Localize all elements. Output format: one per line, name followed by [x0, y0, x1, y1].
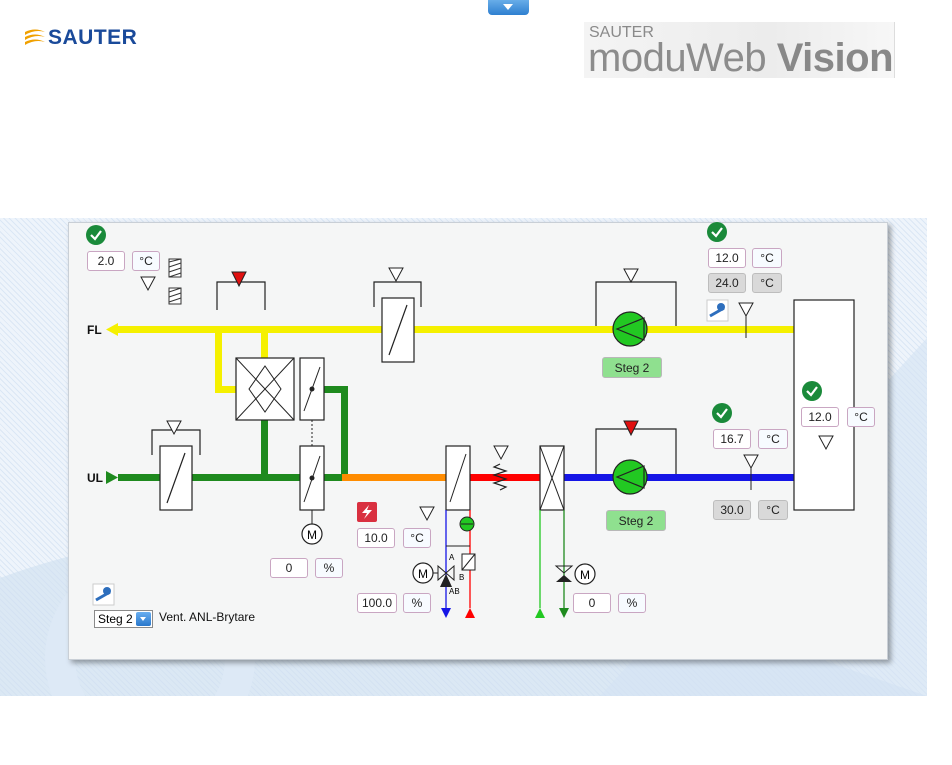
- supply-filter[interactable]: [373, 281, 422, 363]
- svg-text:B: B: [459, 573, 464, 582]
- damper-position-value: 0: [270, 558, 308, 578]
- heated-air-duct: [342, 474, 446, 481]
- supply-fan-stage: Steg 2: [602, 357, 662, 378]
- sensor-icon: [140, 267, 834, 522]
- heating-coil[interactable]: [445, 445, 471, 511]
- cooling-valve-value: 0: [573, 593, 611, 613]
- heating-valve-value: 100.0: [357, 593, 397, 613]
- brand-vision: Vision: [776, 36, 894, 80]
- extract-fan[interactable]: [595, 428, 677, 495]
- mode-select-value: Steg 2: [98, 612, 133, 626]
- extract-setpoint-value[interactable]: 30.0: [713, 500, 751, 520]
- heating-valve-unit: %: [403, 593, 431, 613]
- supply-fan[interactable]: [595, 281, 677, 347]
- damper-motor-icon[interactable]: M: [301, 523, 323, 545]
- supply-temp-value: 12.0: [708, 248, 746, 268]
- outdoor-grille-icon: [168, 258, 182, 305]
- logo-text: SAUTER: [48, 26, 138, 49]
- heating-temp-value: 10.0: [357, 528, 395, 548]
- sauter-logo: SAUTER: [24, 26, 137, 50]
- outdoor-temp-value: 2.0: [87, 251, 125, 271]
- brand-main-text: moduWeb Vision: [588, 36, 894, 81]
- chevron-down-icon[interactable]: [136, 612, 151, 626]
- cooling-circuit: M: [535, 510, 596, 618]
- recirc-damper-lower[interactable]: [299, 420, 325, 524]
- damper-position-unit: %: [315, 558, 343, 578]
- heat-exchanger[interactable]: [216, 281, 295, 421]
- svg-text:M: M: [307, 528, 317, 542]
- room-box: [793, 299, 855, 511]
- supply-temp-unit: °C: [752, 248, 782, 268]
- fl-arrow-icon: [106, 323, 118, 336]
- mode-select[interactable]: Steg 2: [94, 610, 153, 628]
- supply-air-duct: [118, 326, 794, 393]
- sauter-swoosh-icon: [25, 29, 45, 45]
- extract-air-duct: [562, 474, 794, 481]
- recirc-damper-upper[interactable]: [299, 357, 325, 421]
- cooling-valve-unit: %: [618, 593, 646, 613]
- alarm-icon[interactable]: [357, 502, 377, 522]
- label-fl: FL: [87, 323, 102, 337]
- electric-heater-icon: [492, 463, 508, 491]
- supply-setpoint-value[interactable]: 24.0: [708, 273, 746, 293]
- ahu-diagram-panel: [68, 222, 888, 660]
- top-dropdown-button[interactable]: [488, 0, 529, 15]
- moduweb-vision-brand: SAUTER moduWeb Vision: [584, 22, 895, 81]
- label-ul: UL: [87, 471, 103, 485]
- extract-fan-stage: Steg 2: [606, 510, 666, 531]
- extract-temp-value: 16.7: [713, 429, 751, 449]
- svg-text:M: M: [580, 568, 590, 582]
- check-icon: [86, 222, 822, 423]
- extract-temp-unit: °C: [758, 429, 788, 449]
- room-temp-unit: °C: [847, 407, 875, 427]
- outdoor-temp-unit: °C: [132, 251, 160, 271]
- alarm-sensor-icon: [231, 271, 247, 288]
- outdoor-air-duct: [118, 386, 348, 481]
- mode-label: Vent. ANL-Brytare: [159, 610, 256, 624]
- svg-text:M: M: [418, 567, 428, 581]
- ul-arrow-icon: [106, 471, 118, 484]
- svg-text:A: A: [449, 553, 455, 562]
- brand-small-text: SAUTER: [589, 24, 654, 41]
- alarm-sensor-icon: [623, 420, 639, 437]
- heating-temp-unit: °C: [403, 528, 431, 548]
- outdoor-damper[interactable]: [151, 429, 201, 511]
- brand-moduweb: moduWeb: [588, 36, 767, 80]
- hot-air-duct: [470, 474, 540, 481]
- hand-operation-icon[interactable]: [92, 299, 729, 606]
- supply-setpoint-unit: °C: [752, 273, 782, 293]
- cooling-coil[interactable]: [539, 445, 565, 511]
- extract-setpoint-unit: °C: [758, 500, 788, 520]
- heating-circuit: M A B AB: [412, 510, 476, 618]
- room-temp-value: 12.0: [801, 407, 839, 427]
- svg-text:AB: AB: [449, 587, 460, 596]
